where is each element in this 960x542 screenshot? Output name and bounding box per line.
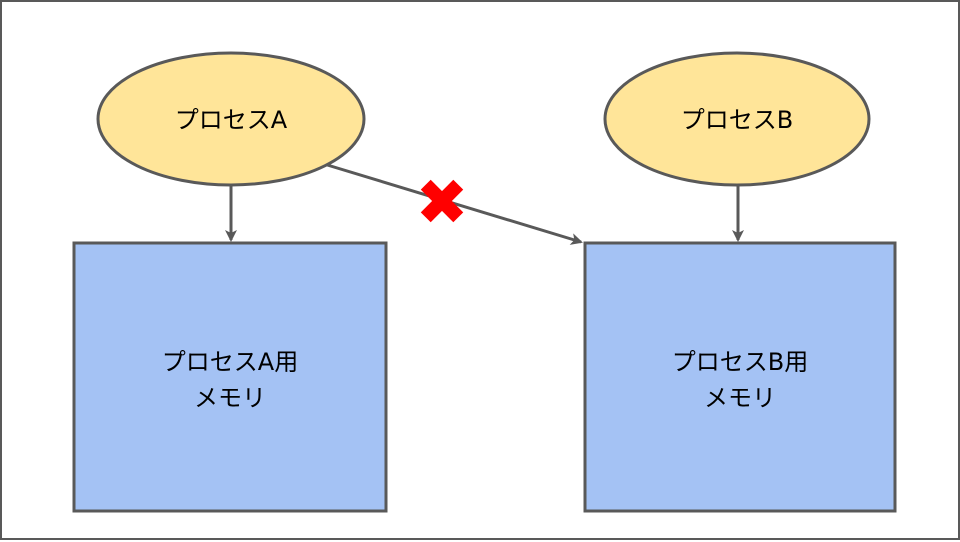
- process-a-label: プロセスA: [175, 106, 288, 134]
- process-b-node: [603, 51, 871, 187]
- memory-a-label-line2: メモリ: [194, 384, 266, 412]
- cross-mark-icon: [420, 179, 464, 223]
- memory-b-label-line1: プロセスB用: [672, 348, 808, 376]
- memory-b-label-line2: メモリ: [704, 384, 776, 412]
- process-b-label: プロセスB: [681, 106, 793, 134]
- memory-b-box: [583, 241, 897, 513]
- memory-a-label-line1: プロセスA用: [162, 348, 298, 376]
- process-a-node: [96, 51, 366, 187]
- memory-a-box: [72, 241, 388, 513]
